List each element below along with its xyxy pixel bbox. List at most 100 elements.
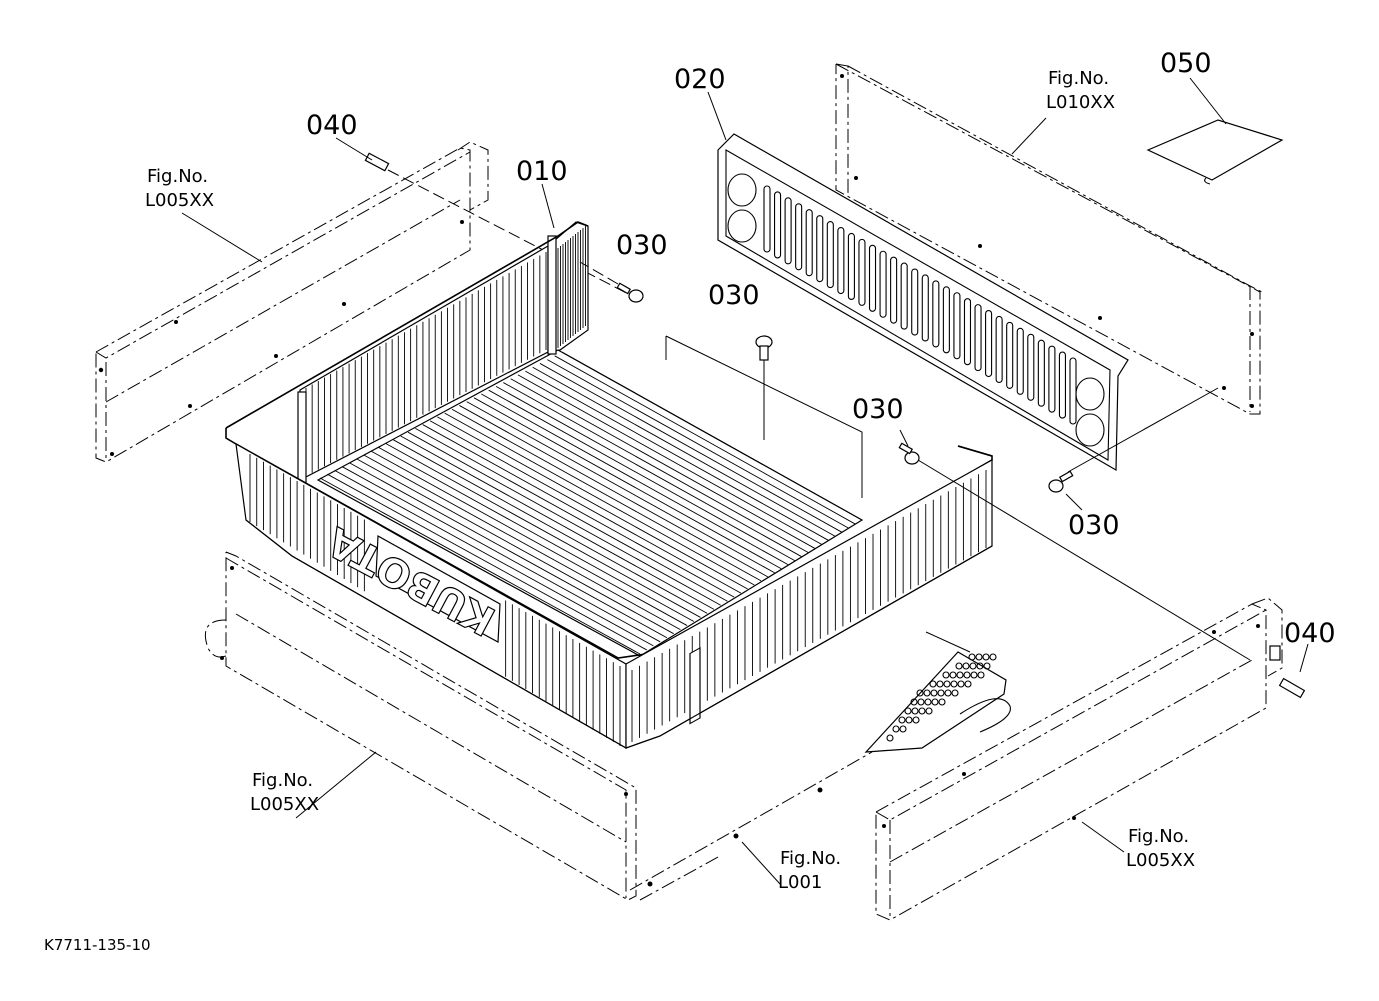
plate-dot xyxy=(930,689,938,697)
plate-dot xyxy=(912,716,920,724)
plate-dot xyxy=(938,698,946,706)
screw-030-d xyxy=(1048,387,1219,511)
floor-rib xyxy=(554,355,856,525)
floor-rib xyxy=(539,363,843,533)
plate-dot xyxy=(951,689,959,697)
floor-rib xyxy=(349,462,668,639)
floor-rib xyxy=(495,385,802,557)
floor-rib xyxy=(473,397,782,570)
plate-dot xyxy=(955,662,963,670)
plate-dot xyxy=(944,689,952,697)
floor-rib xyxy=(437,416,748,590)
tailgate-slot xyxy=(1058,351,1066,419)
tailgate-slot xyxy=(837,226,845,295)
tailgate-slot xyxy=(1016,327,1024,395)
plate-dot xyxy=(943,680,951,688)
plate-dot xyxy=(942,671,950,679)
tailgate-slot xyxy=(995,315,1003,384)
plate-dot xyxy=(983,662,991,670)
floor-rib xyxy=(334,469,654,647)
pin-040-right xyxy=(1278,643,1309,699)
plate-dot xyxy=(904,707,912,715)
floor-rib xyxy=(466,401,775,574)
floor-rib xyxy=(378,447,695,622)
plate-dot xyxy=(905,716,913,724)
floor-rib xyxy=(371,450,688,626)
plate-dot xyxy=(898,716,906,724)
tailgate-slot xyxy=(942,286,950,354)
tailgate-slot xyxy=(1048,345,1056,413)
plate-dot xyxy=(976,662,984,670)
floor-rib xyxy=(407,431,721,606)
floor-rib xyxy=(385,443,701,618)
plate-dot xyxy=(982,653,990,661)
floor-rib xyxy=(532,366,836,537)
floor-rib xyxy=(341,466,661,643)
tailgate-slot xyxy=(858,238,866,306)
floor-rib xyxy=(363,454,681,631)
plate-dot xyxy=(924,698,932,706)
plate-dot xyxy=(923,689,931,697)
front-rail xyxy=(204,551,637,901)
screw-030-a xyxy=(579,261,644,303)
left-side-rail xyxy=(95,141,489,463)
tailgate-slot xyxy=(805,209,813,277)
fig-ref-floor-plate-line2: L001 xyxy=(778,872,822,893)
fig-ref-front-rail-line1: Fig.No. xyxy=(252,770,313,791)
tailgate-slot xyxy=(900,262,908,330)
floor-rib xyxy=(451,408,762,582)
plate-dot xyxy=(910,698,918,706)
plate-dot xyxy=(931,698,939,706)
plate-dot xyxy=(957,680,965,688)
part-label-040-right: 040 xyxy=(1284,618,1336,649)
tailgate-slot xyxy=(784,197,792,265)
tailgate-slot xyxy=(932,280,940,348)
tailgate-slot xyxy=(921,274,929,342)
part-label-030-d: 030 xyxy=(1068,510,1120,541)
floor-plate xyxy=(629,631,1011,901)
fig-ref-right-rail-line2: L005XX xyxy=(1126,850,1195,871)
part-label-030-b: 030 xyxy=(708,280,760,311)
tailgate-slot xyxy=(1027,333,1035,401)
plate-dot xyxy=(964,680,972,688)
fig-ref-floor-plate-line1: Fig.No. xyxy=(780,848,841,869)
tailgate-slot xyxy=(763,185,771,253)
part-label-050: 050 xyxy=(1160,48,1212,79)
tailgate-slot xyxy=(911,268,919,336)
floor-rib xyxy=(517,374,822,545)
tailgate-slot xyxy=(868,244,877,312)
floor-rib xyxy=(547,359,849,529)
floor-rib xyxy=(488,389,795,561)
floor-rib xyxy=(459,405,769,578)
plate-dot xyxy=(975,653,983,661)
floor-rib xyxy=(429,420,742,594)
floor-rib xyxy=(393,439,708,614)
plate-dot xyxy=(899,725,907,733)
floor-rib xyxy=(525,370,829,541)
floor-rib xyxy=(356,458,674,635)
tailgate-slot xyxy=(816,215,824,283)
decal-050 xyxy=(1146,119,1284,185)
floor-rib xyxy=(481,393,789,566)
fig-ref-front-rail-line2: L005XX xyxy=(250,794,319,815)
plate-dot xyxy=(911,707,919,715)
floor-rib xyxy=(400,435,715,610)
plate-dot xyxy=(929,680,937,688)
fig-ref-left-rail-line1: Fig.No. xyxy=(147,166,208,187)
part-label-030-c: 030 xyxy=(852,394,904,425)
fig-ref-tailgate-line2: L010XX xyxy=(1046,92,1115,113)
floor-rib xyxy=(561,351,863,521)
right-side-rail xyxy=(875,597,1283,921)
plate-dot xyxy=(886,734,894,742)
fig-ref-left-rail-line2: L005XX xyxy=(145,190,214,211)
plate-dot xyxy=(962,662,970,670)
plate-dot xyxy=(916,689,924,697)
plate-dot xyxy=(925,707,933,715)
tailgate-panel xyxy=(835,63,1263,415)
floor-rib xyxy=(444,412,755,586)
tailgate-slot xyxy=(1069,357,1077,425)
floor-rib xyxy=(510,378,816,549)
floor-rib xyxy=(503,382,809,553)
tailgate-slot xyxy=(985,310,993,378)
